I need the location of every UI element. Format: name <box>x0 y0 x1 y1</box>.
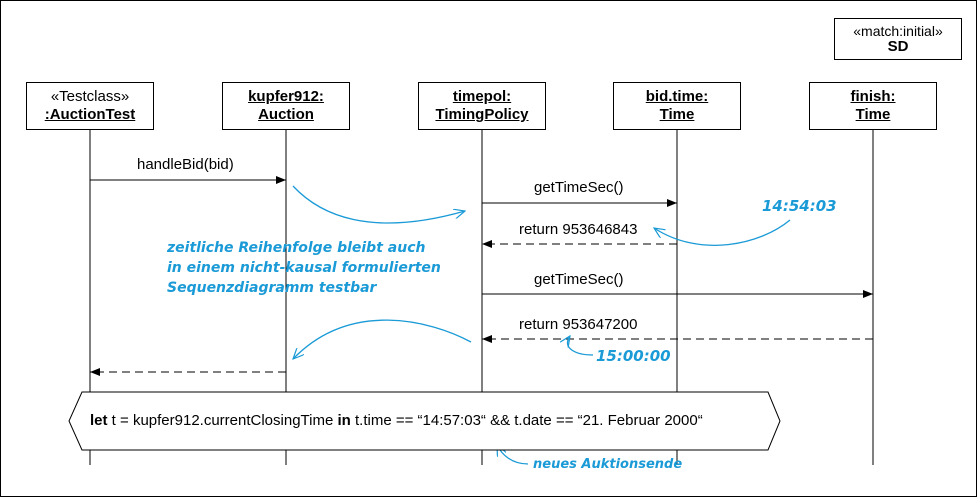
order-note-line-3: Sequenzdiagramm testbar <box>167 280 377 296</box>
constraint-shape <box>68 391 781 451</box>
message-label-gettimesec-1: getTimeSec() <box>534 179 624 196</box>
lifeline-auction: kupfer912: Auction <box>222 82 350 130</box>
end-note: neues Auktionsende <box>533 457 683 472</box>
lifeline-name: kupfer912: <box>248 88 324 105</box>
message-label-return-2: return 953647200 <box>519 316 638 333</box>
lifeline-name: timepol: <box>452 88 512 105</box>
time-note-1: 14:54:03 <box>762 197 837 215</box>
keyword-let: let <box>90 412 108 429</box>
order-note-line-2: in einem nicht-kausal formulierten <box>167 260 441 276</box>
lifeline-name: bid.time: <box>645 88 709 105</box>
message-label-handlebid: handleBid(bid) <box>137 156 234 173</box>
lifeline-name: :AuctionTest <box>44 106 136 123</box>
lifeline-type: Time <box>855 106 891 123</box>
lifeline-bidtime: bid.time: Time <box>613 82 741 130</box>
lifeline-stereotype: «Testclass» <box>50 88 130 105</box>
lifeline-auctiontest: «Testclass» :AuctionTest <box>26 82 154 130</box>
lifeline-type: Auction <box>258 106 314 123</box>
time-arrow-2 <box>568 336 594 356</box>
message-label-gettimesec-2: getTimeSec() <box>534 271 624 288</box>
order-note-line-1: zeitliche Reihenfolge bleibt auch <box>167 240 426 256</box>
order-arrow-2 <box>293 319 472 359</box>
order-arrow-1 <box>292 185 465 224</box>
lifeline-timingpolicy: timepol: TimingPolicy <box>418 82 546 130</box>
lifeline-name: finish: <box>850 88 896 105</box>
lifeline-type: Time <box>659 106 695 123</box>
constraint-text: let t = kupfer912.currentClosingTime in … <box>90 412 703 429</box>
lifeline-type: TimingPolicy <box>435 106 529 123</box>
constraint-part-2: t.time == “14:57:03“ && t.date == “21. F… <box>350 412 703 429</box>
time-note-2: 15:00:00 <box>596 347 671 365</box>
frame-tag: «match:initial» SD <box>834 18 962 60</box>
time-arrow-1 <box>654 219 791 246</box>
lifeline-finish: finish: Time <box>809 82 937 130</box>
frame-tag-stereotype: «match:initial» <box>853 23 943 39</box>
constraint-part-1: t = kupfer912.currentClosingTime <box>107 412 338 429</box>
message-label-return-1: return 953646843 <box>519 221 638 238</box>
keyword-in: in <box>337 412 351 429</box>
frame-tag-name: SD <box>887 38 909 55</box>
